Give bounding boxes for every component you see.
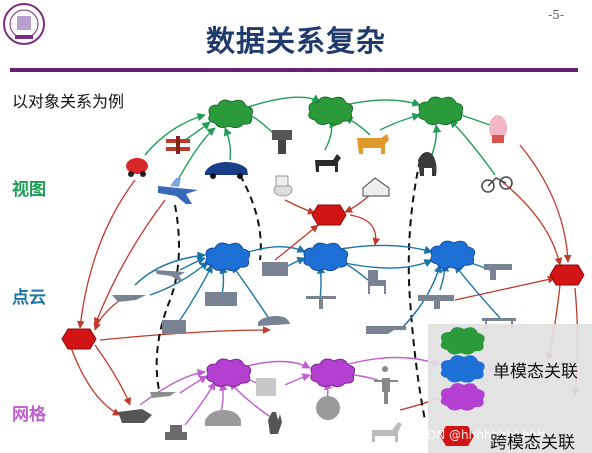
pc-bed-icon [262, 262, 288, 276]
house-icon [362, 177, 390, 197]
pc-gun-icon [418, 295, 454, 309]
row-label-point-cloud: 点云 [12, 288, 46, 308]
view-cloud-nodes [208, 96, 464, 129]
pc-couch-icon [162, 320, 186, 334]
cross-modal-node [311, 204, 347, 226]
cross-modal-node [549, 264, 585, 286]
legend-cross-modal-label: 跨模态关联 [490, 433, 575, 453]
toilet-white-icon [273, 175, 293, 197]
legend-single-modal-label: 单模态关联 [493, 362, 578, 382]
cross-modal-nodes [61, 204, 585, 350]
view-cloud-node [418, 96, 464, 126]
mesh-horse-icon [372, 422, 402, 442]
pc-table-icon [306, 296, 336, 309]
bicycle-icon [481, 176, 513, 193]
hyena-icon [418, 152, 437, 176]
mesh-edges [139, 356, 441, 426]
legend-point-cloud-icon [440, 355, 485, 383]
pc-pistol-icon [484, 264, 512, 280]
dog-icon [315, 154, 341, 172]
legend-panel [428, 324, 592, 453]
cross-modal-node [61, 328, 97, 350]
pc-fighter-icon [112, 295, 146, 302]
mesh-spaceship-icon [118, 409, 152, 423]
mesh-node [206, 358, 252, 388]
dashed-links [155, 159, 426, 421]
jet-plane-icon [158, 178, 198, 204]
mesh-jet-icon [150, 392, 176, 398]
view-cloud-node [308, 96, 354, 126]
mesh-car-icon [205, 410, 241, 426]
sports-car-icon [205, 162, 248, 179]
biplane-icon [166, 136, 190, 154]
toilet-icon [272, 130, 292, 154]
point-cloud-nodes [205, 240, 476, 272]
view-edges [144, 94, 496, 186]
pc-bench-icon [482, 318, 516, 329]
row-label-view: 视图 [12, 180, 46, 200]
point-cloud-node [430, 240, 476, 270]
legend-mesh-cloud-icon [440, 383, 485, 411]
pc-plane-icon [155, 270, 185, 281]
row-label-mesh: 网格 [12, 405, 46, 425]
pc-rifle-icon [366, 326, 406, 334]
watermark: CSDN @hhhhhhhhhhh [411, 428, 545, 442]
point-cloud-thumbnails [112, 262, 516, 334]
page-number: -5- [548, 8, 564, 22]
pig-toy-icon [489, 115, 507, 143]
pc-chair-icon [368, 270, 386, 294]
point-cloud-node [205, 242, 251, 272]
view-cloud-node [208, 99, 254, 129]
legend-view-cloud-icon [440, 327, 485, 355]
mesh-hand-icon [268, 412, 282, 434]
mesh-gear-icon [316, 396, 340, 420]
mesh-tank-icon [165, 425, 187, 440]
title-divider [10, 68, 578, 72]
mesh-armchair-icon [256, 378, 276, 396]
mesh-human-icon [374, 366, 398, 404]
legend-cross-modal-icon [440, 426, 474, 446]
mesh-nodes [206, 358, 356, 388]
mesh-thumbnails [118, 366, 402, 442]
point-cloud-node [303, 242, 349, 272]
mesh-node [310, 358, 356, 388]
pc-truck-icon [205, 292, 237, 306]
tiger-icon [357, 134, 389, 154]
subtitle: 以对象关系为例 [12, 92, 125, 111]
car-toy-icon [126, 158, 148, 177]
university-seal-logo [2, 2, 46, 46]
pc-sedan-icon [258, 316, 290, 326]
view-thumbnails [126, 115, 513, 204]
page-title: 数据关系复杂 [205, 24, 386, 58]
